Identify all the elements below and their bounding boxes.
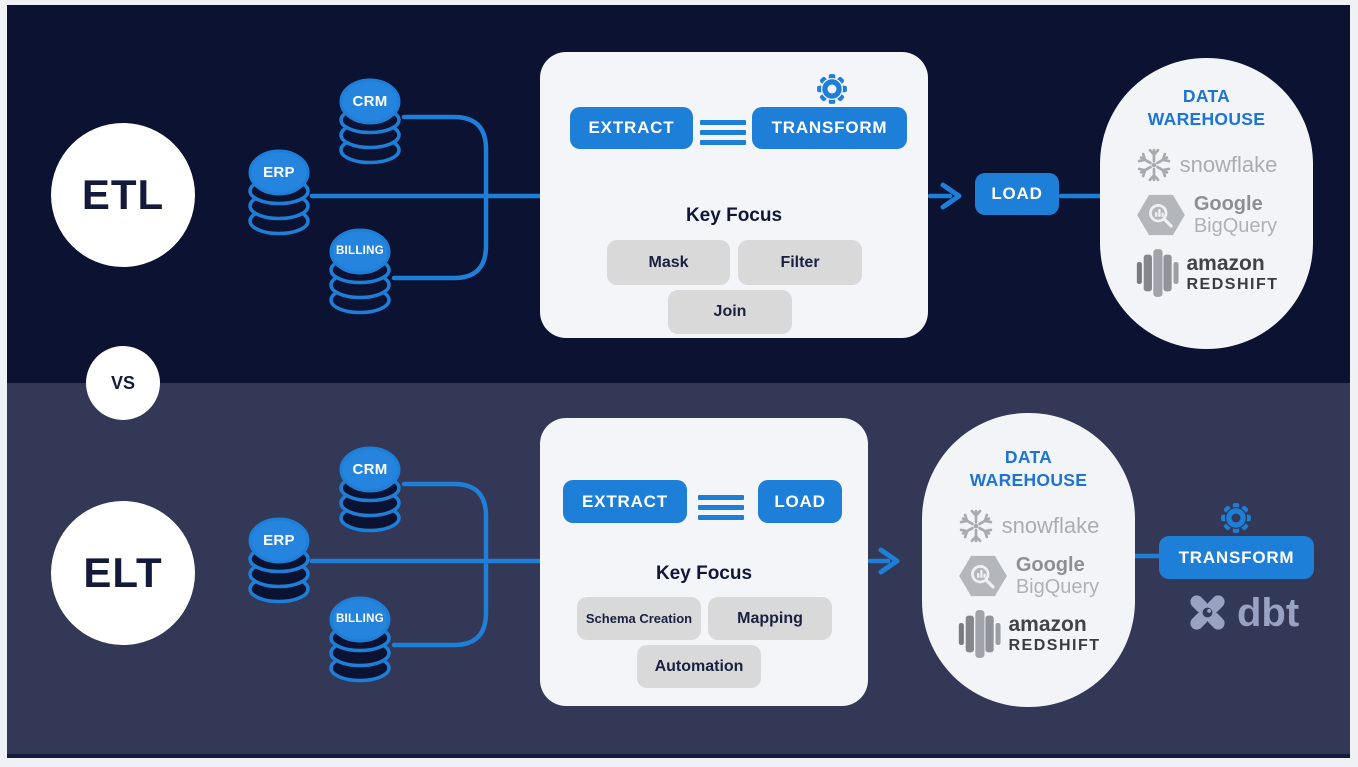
snowflake-icon	[959, 509, 992, 542]
redshift-icon	[958, 610, 1001, 659]
etl-source-erp: ERP	[245, 147, 313, 237]
elt-data-warehouse: DATA WAREHOUSE snowflake	[922, 413, 1135, 707]
bigquery-logo: Google BigQuery	[958, 554, 1099, 599]
elt-source-crm: CRM	[336, 444, 404, 534]
etl-arrowhead-icon	[940, 182, 962, 210]
transform-step: TRANSFORM	[752, 107, 907, 149]
elt-label-circle: ELT	[51, 501, 195, 645]
focus-chip: Join	[668, 290, 792, 334]
source-label: CRM	[352, 460, 388, 478]
pipeline-lines-icon	[698, 495, 744, 520]
warehouse-vendors: snowflake Google BigQuery	[957, 508, 1101, 661]
snowflake-label: snowflake	[1001, 512, 1100, 538]
bigquery-label: BigQuery	[1193, 214, 1278, 237]
etl-source-crm: CRM	[336, 76, 404, 166]
warehouse-title: DATA WAREHOUSE	[969, 447, 1088, 490]
dbt-icon	[1190, 595, 1225, 630]
elt-source-billing: BILLING	[326, 594, 394, 684]
etl-data-warehouse: DATA WAREHOUSE snowflake	[1100, 58, 1313, 349]
database-icon	[339, 78, 401, 165]
focus-chip: Schema Creation	[577, 597, 701, 640]
warehouse-title: DATA WAREHOUSE	[1147, 86, 1266, 129]
load-step: LOAD	[758, 480, 842, 523]
etl-pipeline-card: EXTRACT TRANSFORM Key Focus Mask Filter …	[540, 52, 928, 338]
bigquery-icon	[958, 555, 1007, 597]
redshift-label: REDSHIFT	[1186, 275, 1279, 293]
focus-chip: Filter	[738, 240, 862, 285]
gear-icon	[1217, 499, 1255, 542]
etl-label-circle: ETL	[51, 123, 195, 267]
key-focus-title: Key Focus	[655, 563, 753, 584]
source-label: BILLING	[335, 613, 385, 625]
bigquery-label: BigQuery	[1015, 575, 1100, 598]
etl-label: ETL	[81, 171, 165, 218]
google-label: Google	[1193, 192, 1263, 215]
source-label: BILLING	[335, 245, 385, 257]
amazon-label: amazon	[1008, 612, 1087, 636]
dbt-logo: dbt	[1185, 590, 1299, 635]
elt-label: ELT	[83, 549, 163, 596]
focus-chip: Automation	[637, 645, 761, 688]
elt-arrowhead-icon	[878, 547, 900, 575]
snowflake-label: snowflake	[1179, 151, 1278, 177]
elt-pipeline-card: EXTRACT LOAD Key Focus Schema Creation M…	[540, 418, 868, 706]
database-icon	[329, 596, 391, 683]
redshift-icon	[1136, 249, 1179, 298]
extract-step: EXTRACT	[570, 107, 693, 149]
vs-label: VS	[110, 372, 135, 393]
snowflake-logo: snowflake	[958, 508, 1100, 544]
database-icon	[339, 446, 401, 533]
google-label: Google	[1015, 553, 1085, 576]
redshift-label: REDSHIFT	[1008, 636, 1101, 654]
transform-step: TRANSFORM	[1159, 536, 1314, 579]
etl-source-billing: BILLING	[326, 226, 394, 316]
elt-source-erp: ERP	[245, 515, 313, 605]
extract-step: EXTRACT	[563, 480, 687, 523]
gear-icon	[813, 70, 851, 113]
load-step: LOAD	[975, 173, 1059, 215]
amazon-label: amazon	[1186, 251, 1265, 275]
source-label: ERP	[263, 163, 295, 181]
redshift-logo: amazon REDSHIFT	[1135, 247, 1279, 299]
key-focus-title: Key Focus	[685, 205, 783, 226]
database-icon	[248, 517, 310, 604]
source-label: ERP	[263, 531, 295, 549]
bigquery-logo: Google BigQuery	[1136, 193, 1277, 238]
dbt-label: dbt	[1237, 590, 1300, 635]
redshift-logo: amazon REDSHIFT	[957, 608, 1101, 660]
focus-chip: Mask	[607, 240, 730, 285]
snowflake-icon	[1137, 148, 1170, 181]
database-icon	[329, 228, 391, 315]
bigquery-icon	[1136, 194, 1185, 236]
vs-badge: VS	[86, 346, 160, 420]
elt-source-bracket	[391, 481, 489, 648]
source-label: CRM	[352, 92, 388, 110]
snowflake-logo: snowflake	[1136, 147, 1278, 183]
pipeline-lines-icon	[700, 120, 746, 145]
warehouse-vendors: snowflake Google BigQuery	[1135, 147, 1279, 300]
focus-chip: Mapping	[708, 597, 832, 640]
bottom-accent-strip	[7, 754, 1350, 758]
database-icon	[248, 149, 310, 236]
